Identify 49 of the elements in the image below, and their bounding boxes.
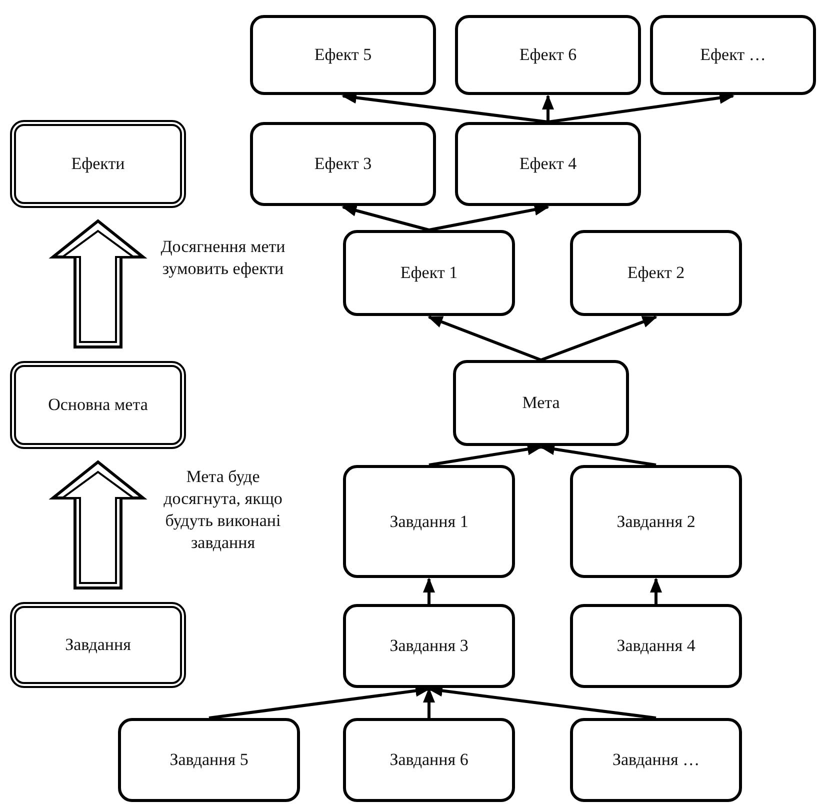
edge-label: Досягнення мети зумовить ефекти bbox=[160, 236, 286, 280]
arrow bbox=[423, 578, 435, 604]
legend-box bbox=[10, 361, 186, 449]
process-box bbox=[343, 604, 515, 688]
arrow bbox=[540, 316, 658, 362]
box-label: Ефекти bbox=[71, 154, 125, 174]
box-label: Ефект 1 bbox=[400, 263, 458, 283]
box-label: Завдання 6 bbox=[390, 750, 468, 770]
process-box bbox=[343, 465, 515, 578]
arrow bbox=[342, 204, 430, 232]
process-box bbox=[455, 122, 641, 206]
box-label: Завдання 3 bbox=[390, 636, 468, 656]
arrow bbox=[428, 443, 542, 466]
box-label: Ефект 6 bbox=[519, 45, 577, 65]
legend-box bbox=[10, 602, 186, 688]
arrow bbox=[650, 578, 662, 604]
process-box bbox=[570, 718, 742, 802]
process-box bbox=[250, 122, 436, 206]
box-label: Ефект 5 bbox=[314, 45, 372, 65]
process-box bbox=[650, 15, 816, 95]
arrow bbox=[428, 316, 542, 362]
legend-box bbox=[10, 120, 186, 208]
process-box bbox=[453, 360, 629, 446]
box-label: Завдання 4 bbox=[616, 636, 696, 656]
process-box bbox=[118, 718, 300, 802]
process-box bbox=[570, 465, 742, 578]
box-label: Ефект 4 bbox=[519, 154, 577, 174]
box-label: Ефект … bbox=[700, 45, 766, 65]
box-label: Мета bbox=[522, 393, 560, 413]
block-arrow bbox=[48, 219, 148, 348]
arrow bbox=[540, 443, 656, 466]
process-box bbox=[343, 718, 515, 802]
box-label: Ефект 2 bbox=[627, 263, 685, 283]
arrow bbox=[542, 94, 554, 122]
edge-label: Мета буде досягнута, якщо будуть виконані завдання bbox=[162, 466, 284, 554]
box-label: Завдання … bbox=[612, 750, 700, 770]
process-box bbox=[570, 230, 742, 316]
box-label: Завдання 2 bbox=[616, 512, 696, 532]
box-label: Ефект 3 bbox=[314, 154, 372, 174]
process-box bbox=[570, 604, 742, 688]
box-label: Завдання bbox=[65, 635, 131, 655]
block-arrow bbox=[48, 460, 148, 590]
box-label: Основна мета bbox=[48, 395, 148, 415]
process-box bbox=[455, 15, 641, 95]
arrow bbox=[428, 204, 550, 232]
process-box bbox=[343, 230, 515, 316]
box-label: Завдання 5 bbox=[170, 750, 248, 770]
process-box bbox=[250, 15, 436, 95]
box-label: Завдання 1 bbox=[390, 512, 468, 532]
